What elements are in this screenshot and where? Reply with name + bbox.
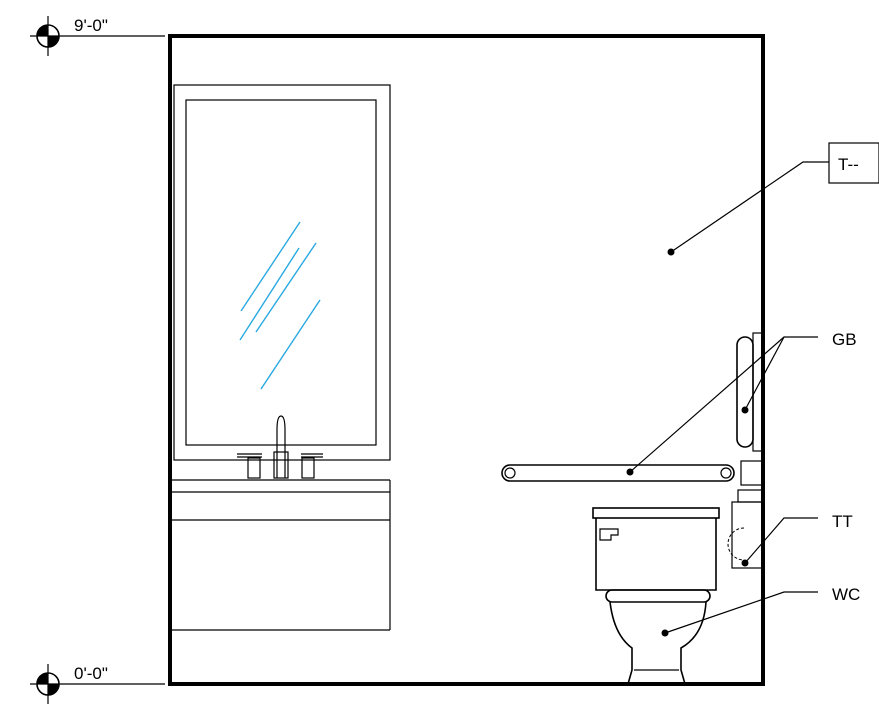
tag-wall-finish: T-- [667,142,879,256]
tag-label-wall-finish: T-- [838,155,859,174]
tag-label-water-closet: WC [832,585,860,604]
vertical-grab-bar [736,332,764,452]
toilet [592,507,720,685]
mirror-reflection-lines [239,221,321,390]
tag-label-toilet-tissue: TT [832,512,853,531]
tag-label-grab-bar: GB [832,330,857,349]
level-marker-bottom: 0'-0" [30,664,165,704]
room-outline [168,34,765,686]
toilet-tissue-dispenser [727,489,764,569]
level-marker-top: 9'-0" [30,16,165,56]
tag-water-closet: WC [661,585,860,637]
tag-grab-bar: GB [626,330,857,476]
level-label-bottom: 0'-0" [74,664,108,683]
vanity [170,479,391,631]
level-label-top: 9'-0" [74,16,108,35]
horizontal-grab-bar [501,460,764,486]
mirror [173,84,391,461]
faucet [237,415,323,479]
tag-toilet-tissue: TT [741,512,853,567]
